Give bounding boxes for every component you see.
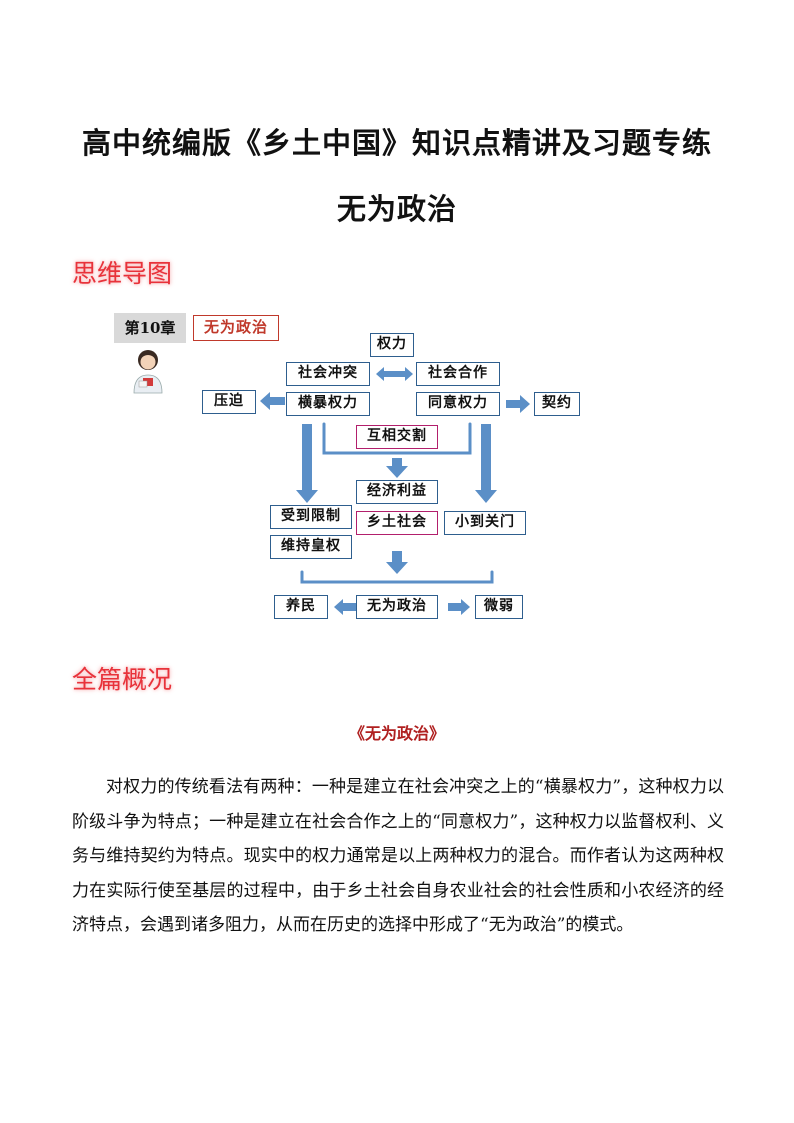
node-contract: 契约 xyxy=(534,392,580,416)
node-consent: 同意权力 xyxy=(416,392,500,416)
section-heading-mindmap: 思维导图 xyxy=(72,259,173,288)
node-imperial: 维持皇权 xyxy=(270,535,352,559)
overview-heading: 《无为政治》 xyxy=(348,724,445,743)
node-nurture: 养民 xyxy=(274,595,328,619)
chapter-badge: 第10章 xyxy=(114,313,186,343)
node-conflict: 社会冲突 xyxy=(286,362,370,386)
node-power: 权力 xyxy=(370,333,414,357)
topic-box: 无为政治 xyxy=(193,315,279,341)
node-wuwei: 无为政治 xyxy=(356,595,438,619)
node-tyranny: 横暴权力 xyxy=(286,392,370,416)
document-subtitle: 无为政治 xyxy=(336,192,457,226)
node-oppression: 压迫 xyxy=(202,390,256,414)
node-weak: 微弱 xyxy=(475,595,523,619)
node-cooperation: 社会合作 xyxy=(416,362,500,386)
node-closed: 小到关门 xyxy=(444,511,526,535)
section-heading-overview: 全篇概况 xyxy=(72,665,173,694)
node-economy: 经济利益 xyxy=(356,480,438,504)
teacher-avatar-icon xyxy=(133,350,163,394)
node-intertwine: 互相交割 xyxy=(356,425,438,449)
overview-paragraph: 对权力的传统看法有两种：一种是建立在社会冲突之上的“横暴权力”，这种权力以阶级斗… xyxy=(72,777,724,935)
node-limited: 受到限制 xyxy=(270,505,352,529)
document-title: 高中统编版《乡土中国》知识点精讲及习题专练 xyxy=(81,126,712,160)
node-rural: 乡土社会 xyxy=(356,511,438,535)
